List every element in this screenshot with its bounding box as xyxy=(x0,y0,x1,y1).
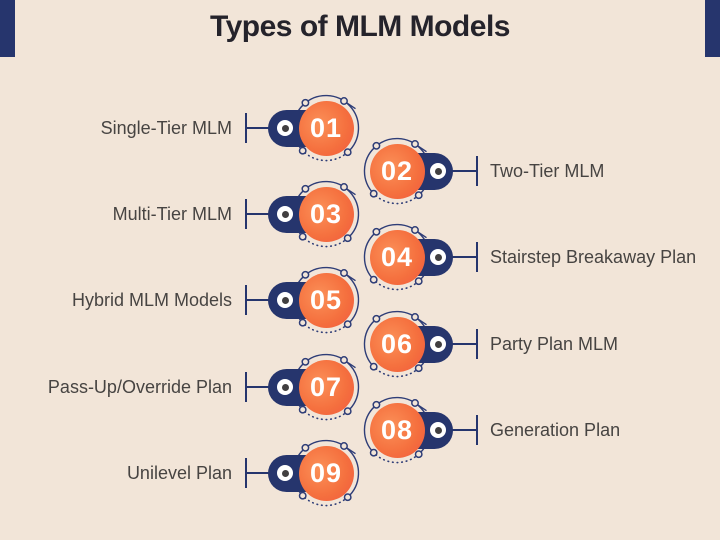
item-number: 01 xyxy=(309,112,343,143)
item-label: Pass-Up/Override Plan xyxy=(47,377,232,397)
mlm-item: 02 Two-Tier MLM xyxy=(0,134,720,208)
bullseye-dot xyxy=(281,383,289,391)
item-label: Two-Tier MLM xyxy=(490,161,605,181)
bullseye-icon xyxy=(277,292,293,308)
number-badge: 08 xyxy=(369,402,425,458)
decorative-ring-icon xyxy=(363,396,431,464)
tick-line xyxy=(476,242,478,272)
number-badge: 05 xyxy=(298,272,354,328)
item-label: Generation Plan xyxy=(490,420,621,440)
mlm-item: 03 Multi-Tier MLM xyxy=(0,177,720,251)
item-number: 02 xyxy=(380,155,414,186)
decorative-ring-icon xyxy=(363,137,431,205)
item-label: Single-Tier MLM xyxy=(100,118,232,138)
tick-line xyxy=(476,156,478,186)
item-number: 04 xyxy=(380,241,414,272)
mlm-item: 01 Single-Tier MLM xyxy=(0,91,720,165)
bullseye-dot xyxy=(281,210,289,218)
decorative-ring-icon xyxy=(292,266,360,334)
connector-line xyxy=(451,256,477,258)
bullseye-dot xyxy=(281,296,289,304)
tick-line xyxy=(476,415,478,445)
number-badge: 06 xyxy=(369,316,425,372)
item-number: 05 xyxy=(309,284,343,315)
mlm-item: 09 Unilevel Plan xyxy=(0,436,720,510)
item-number: 08 xyxy=(380,414,414,445)
number-badge: 02 xyxy=(369,143,425,199)
number-badge: 04 xyxy=(369,229,425,285)
number-badge: 09 xyxy=(298,445,354,501)
bullseye-icon xyxy=(430,336,446,352)
connector-line xyxy=(451,170,477,172)
bullseye-dot xyxy=(434,426,442,434)
connector-line xyxy=(246,472,271,474)
number-badge: 07 xyxy=(298,359,354,415)
page-title: Types of MLM Models xyxy=(210,10,510,43)
bullseye-icon xyxy=(430,163,446,179)
bullseye-icon xyxy=(277,120,293,136)
bullseye-icon xyxy=(277,206,293,222)
mlm-item: 07 Pass-Up/Override Plan xyxy=(0,350,720,424)
connector-line xyxy=(246,213,271,215)
mlm-item: 08 Generation Plan xyxy=(0,393,720,467)
mlm-item: 06 Party Plan MLM xyxy=(0,307,720,381)
bullseye-dot xyxy=(434,167,442,175)
connector-line xyxy=(451,429,477,431)
mlm-item: 04 Stairstep Breakaway Plan xyxy=(0,220,720,294)
connector-line xyxy=(246,386,271,388)
bullseye-dot xyxy=(281,124,289,132)
bullseye-icon xyxy=(430,249,446,265)
item-label: Multi-Tier MLM xyxy=(112,204,232,224)
bullseye-icon xyxy=(277,465,293,481)
connector-line xyxy=(246,299,271,301)
bullseye-dot xyxy=(434,253,442,261)
left-accent-bar xyxy=(0,0,15,57)
number-badge: 03 xyxy=(298,186,354,242)
decorative-ring-icon xyxy=(292,94,360,162)
item-label: Hybrid MLM Models xyxy=(71,290,232,310)
mlm-item: 05 Hybrid MLM Models xyxy=(0,263,720,337)
tick-line xyxy=(476,329,478,359)
right-accent-bar xyxy=(705,0,720,57)
item-label: Unilevel Plan xyxy=(126,463,232,483)
connector-line xyxy=(451,343,477,345)
number-badge: 01 xyxy=(298,100,354,156)
connector-line xyxy=(246,127,271,129)
bullseye-icon xyxy=(430,422,446,438)
item-label: Party Plan MLM xyxy=(490,334,619,354)
bullseye-dot xyxy=(434,340,442,348)
item-number: 03 xyxy=(309,198,343,229)
item-label: Stairstep Breakaway Plan xyxy=(490,247,697,267)
bullseye-dot xyxy=(281,469,289,477)
item-number: 06 xyxy=(380,328,414,359)
decorative-ring-icon xyxy=(363,223,431,291)
item-number: 07 xyxy=(309,371,343,402)
bullseye-icon xyxy=(277,379,293,395)
item-number: 09 xyxy=(309,457,343,488)
